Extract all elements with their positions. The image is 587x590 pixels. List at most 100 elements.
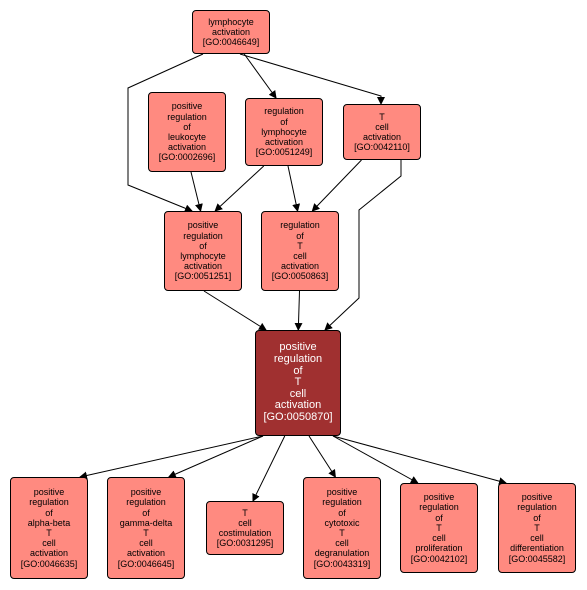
node-label-line: [GO:0042102] (410, 553, 468, 564)
node-label-line: activation (183, 261, 223, 272)
node-label-line: regulation (29, 497, 69, 508)
node-label-line: T (242, 507, 248, 518)
node-label-line: activation (211, 26, 251, 37)
node-label-line: cytotoxic (324, 517, 360, 528)
node-label-line: proliferation (415, 543, 463, 554)
edge-GO0042110-to-GO0050870 (324, 160, 402, 331)
node-label-line: T (294, 376, 302, 389)
node-label-line: activation (362, 132, 402, 142)
edge-GO0050870-to-GO0031295 (252, 435, 286, 502)
node-label-line: positive (187, 220, 219, 231)
edge-GO0042110-to-GO0050863 (311, 159, 362, 212)
node-label-line: cell (42, 538, 56, 549)
node-label-line: of (293, 364, 303, 377)
edge-GO0050870-to-GO0046645 (167, 435, 264, 478)
node-label-line: T (46, 528, 52, 538)
node-label-line: cell (293, 251, 307, 261)
node-label-line: regulation (183, 230, 223, 241)
node-label-line: positive (33, 487, 65, 498)
node-label-line: of (280, 116, 288, 127)
edge-GO0050870-to-GO0046635 (79, 435, 264, 480)
node-label-line: lymphocyte (180, 251, 226, 261)
node-label-line: of (183, 121, 191, 132)
node-label-line: lymphocyte (208, 16, 254, 27)
node-label-line: of (533, 512, 541, 523)
node-label-line: of (338, 507, 346, 518)
node-label-line: costimulation (218, 528, 272, 538)
node-label-line: T (436, 522, 442, 533)
node-label-line: cell (375, 121, 389, 132)
node-label-line: cell (238, 517, 252, 528)
edge-GO0051251-to-GO0050870 (203, 290, 267, 331)
node-label-line: [GO:0046635] (20, 558, 78, 569)
edge-GO0051249-to-GO0050863 (287, 165, 301, 212)
edge-GO0050870-to-GO0043319 (308, 435, 336, 478)
node-label-line: cell (432, 533, 446, 544)
node-label-line: regulation (517, 502, 557, 513)
node-label-line: T (297, 240, 303, 251)
node-label-line: degranulation (314, 548, 370, 559)
node-label-line: leukocyte (167, 132, 207, 142)
node-label-line: gamma-delta (119, 517, 173, 528)
node-label-line: activation (29, 548, 69, 559)
node-label-line: T (143, 528, 149, 538)
node-label-line: [GO:0050863] (271, 271, 329, 282)
node-label-line: T (379, 111, 385, 122)
node-label-line: regulation (280, 220, 320, 231)
node-label-line: T (339, 528, 345, 538)
node-label-line: regulation (264, 106, 304, 117)
node-label-line: alpha-beta (27, 517, 71, 528)
node-label-line: activation (274, 399, 322, 412)
node-label-line: positive (279, 341, 317, 354)
node-label-line: regulation (167, 111, 207, 122)
node-label-line: [GO:0046645] (117, 558, 175, 569)
node-label-line: T (534, 522, 540, 533)
node-label-line: of (142, 507, 150, 518)
node-label-line: positive (521, 492, 553, 503)
node-label-line: positive (423, 492, 455, 503)
node-label-line: of (296, 230, 304, 241)
node-label-line: regulation (126, 497, 166, 508)
node-label-line: of (435, 512, 443, 523)
node-label-line: [GO:0045582] (508, 553, 566, 564)
edge-GO0050870-to-GO0045582 (332, 435, 507, 486)
node-label-line: lymphocyte (261, 126, 307, 137)
node-label-line: [GO:0050870] (263, 410, 333, 423)
node-label-line: cell (335, 538, 349, 549)
edge-GO0051249-to-GO0051251 (214, 165, 265, 212)
edge-GO0050863-to-GO0050870 (294, 290, 303, 331)
node-label-line: [GO:0042110] (354, 142, 410, 153)
node-label-line: differentiation (510, 543, 564, 554)
node-label-line: activation (126, 548, 166, 559)
node-label-line: [GO:0031295] (216, 538, 274, 549)
node-label-line: positive (130, 487, 162, 498)
node-label-line: [GO:0002696] (158, 152, 216, 163)
node-label-line: cell (530, 533, 544, 544)
edge-GO0046649-to-GO0042110 (239, 53, 385, 105)
edge-GO0046649-to-GO0051249 (243, 53, 277, 99)
node-label-line: [GO:0051249] (255, 147, 313, 158)
node-label-line: activation (280, 261, 320, 272)
node-label-line: positive (326, 487, 358, 498)
node-label-line: activation (167, 142, 207, 153)
node-label-line: [GO:0051251] (174, 271, 232, 282)
node-label-line: regulation (322, 497, 362, 508)
node-label-line: of (199, 240, 207, 251)
edge-GO0002696-to-GO0051251 (190, 171, 203, 212)
node-label-line: regulation (273, 353, 323, 366)
node-label-line: [GO:0046649] (202, 37, 260, 48)
